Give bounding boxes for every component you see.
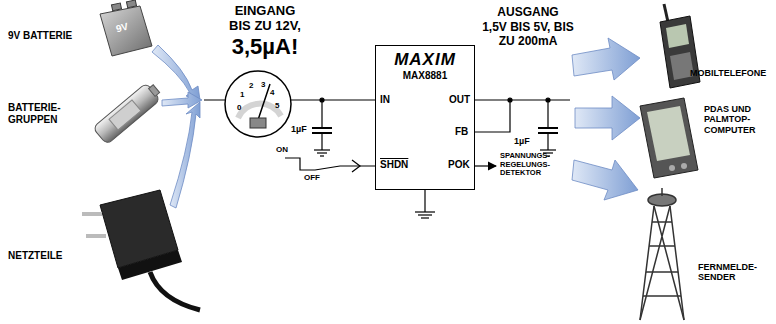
meter-scale: 2 (249, 81, 253, 90)
switch-state: ON (276, 145, 288, 154)
source-arrows (152, 45, 202, 208)
application-label: PDAS UND PALMTOP- COMPUTER (704, 104, 772, 135)
battery-9v (100, 0, 152, 56)
input-current: 3,5µA! (213, 34, 317, 59)
capacitor-in (312, 98, 332, 156)
pin-name: POK (448, 159, 470, 171)
brand-logo: MAXIM (376, 50, 474, 70)
meter-scale: 1 (240, 90, 244, 99)
power-adapter (82, 190, 200, 310)
pin-name: FB (455, 126, 468, 138)
input-heading: EINGANG (218, 4, 312, 19)
capacitor-value: 1µF (291, 124, 313, 134)
shdn-switch (285, 158, 375, 172)
capacitor-value: 1µF (514, 136, 536, 146)
output-heading: AUSGANG (482, 6, 574, 20)
output-arrows (572, 38, 640, 200)
signal-label: SPANNUNGS- REGELUNGS- DETEKTOR (500, 152, 570, 178)
source-label: BATTERIE- GRUPPEN (8, 102, 80, 125)
pin-name: SHDN (380, 159, 408, 171)
pda (640, 98, 698, 178)
meter-scale: 3 (261, 80, 265, 89)
meter-scale: 5 (275, 101, 279, 110)
output-heading: 1,5V BIS 5V, BIS ZU 200mA (482, 21, 574, 49)
application-label: MOBILTELEFONE (690, 68, 766, 78)
transmitter-tower (640, 188, 684, 320)
battery-cell (93, 80, 164, 144)
pin-name: OUT (449, 94, 470, 106)
current-meter (225, 71, 291, 137)
pin-name: IN (380, 94, 390, 106)
switch-state: OFF (304, 173, 320, 182)
source-label: 9V BATTERIE (8, 30, 72, 42)
application-label: FERNMELDE- SENDER (698, 262, 770, 283)
chip-ground (415, 190, 435, 218)
source-label: NETZTEILE (8, 250, 62, 262)
meter-scale: 4 (270, 88, 274, 97)
meter-scale: 0 (237, 103, 241, 112)
part-number: MAX8881 (376, 70, 474, 81)
input-heading: BIS ZU 12V, (208, 19, 322, 34)
